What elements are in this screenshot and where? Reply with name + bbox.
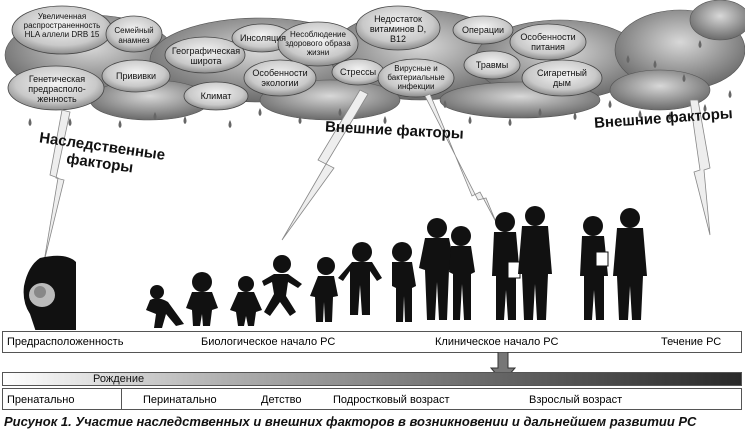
pregnant-woman-silhouette bbox=[23, 255, 76, 330]
cloud-vacc bbox=[101, 59, 171, 93]
age-separator bbox=[121, 389, 122, 409]
cloud-label-insol: Инсоляция bbox=[239, 33, 287, 43]
preteen-silhouette bbox=[338, 242, 382, 315]
age-perinatal: Перинатально bbox=[143, 394, 217, 406]
man-silhouette bbox=[518, 206, 552, 320]
lightning-bolt-right bbox=[689, 99, 711, 236]
cloud-genetic bbox=[7, 65, 105, 111]
cloud-label-ops: Операции bbox=[461, 25, 505, 35]
cloud-label-hyg: Несоблюдение здорового образа жизни bbox=[285, 30, 351, 57]
cloud-family bbox=[105, 15, 163, 53]
cloud-label-vit: Недостаток витаминов D, B12 bbox=[369, 14, 427, 44]
businesswoman-silhouette bbox=[580, 216, 609, 320]
cloud-label-nutr: Особенности питания bbox=[520, 32, 576, 52]
age-prenatal: Пренатально bbox=[7, 394, 75, 406]
stage-predisposition: Предрасположенность bbox=[7, 336, 124, 348]
stage-clinical-onset: Клиническое начало РС bbox=[435, 336, 559, 348]
cloud-label-climate: Климат bbox=[200, 91, 232, 101]
teen-girl-2-silhouette bbox=[449, 226, 475, 320]
cloud-label-trauma: Травмы bbox=[475, 60, 509, 70]
cloud-label-smoke: Сигаретный дым bbox=[537, 68, 587, 88]
girl-silhouette bbox=[230, 276, 262, 326]
cloud-trauma bbox=[463, 50, 521, 80]
businessman-silhouette bbox=[613, 208, 647, 320]
toddler-silhouette bbox=[186, 272, 218, 326]
cloud-label-genetic: Генетическая предрасполо-женность bbox=[28, 74, 86, 104]
lightning-bolt-center bbox=[281, 89, 369, 241]
cloud-nutr bbox=[509, 23, 587, 61]
lightning-bolt-infect bbox=[424, 93, 497, 223]
lightning-bolt-left bbox=[43, 109, 71, 263]
woman-silhouette bbox=[492, 212, 521, 320]
figure-caption: Рисунок 1. Участие наследственных и внеш… bbox=[4, 414, 697, 429]
birth-gradient-bar: Рождение bbox=[2, 372, 742, 386]
cloud-hyg bbox=[277, 21, 359, 67]
cloud-vit bbox=[355, 5, 441, 51]
age-childhood: Детство bbox=[261, 394, 302, 406]
cloud-label-stress: Стрессы bbox=[339, 67, 377, 77]
baby-silhouette bbox=[146, 285, 184, 328]
disease-stage-row: Предрасположенность Биологическое начало… bbox=[2, 331, 742, 353]
cloud-ecol bbox=[243, 59, 317, 97]
age-adolescent: Подростковый возраст bbox=[333, 394, 450, 406]
cloud-smoke bbox=[521, 59, 603, 97]
child-silhouette bbox=[310, 257, 338, 322]
cloud-ops bbox=[452, 15, 514, 45]
cloud-climate bbox=[183, 81, 249, 111]
illustration bbox=[4, 0, 745, 330]
running-child-silhouette bbox=[262, 255, 302, 316]
cloud-label-hla: Увеличенная распространенность HLA аллел… bbox=[23, 12, 101, 39]
age-adult: Взрослый возраст bbox=[529, 394, 623, 406]
teen-girl-silhouette bbox=[392, 242, 416, 322]
birth-label: Рождение bbox=[93, 373, 145, 385]
cloud-label-geo: Географическая широта bbox=[171, 46, 241, 66]
teen-boy-silhouette bbox=[419, 218, 455, 320]
cloud-geo bbox=[164, 36, 246, 74]
cloud-label-ecol: Особенности экологии bbox=[252, 68, 308, 88]
cloud-label-family: Семейный анамнез bbox=[114, 26, 154, 45]
cloud-label-vacc: Прививки bbox=[115, 71, 157, 81]
age-period-row: Пренатально Перинатально Детство Подрост… bbox=[2, 388, 742, 410]
stage-course: Течение РС bbox=[661, 336, 722, 348]
silhouettes bbox=[23, 206, 647, 330]
stage-bio-onset: Биологическое начало РС bbox=[201, 336, 336, 348]
cloud-label-infect: Вирусные и бактериальные инфекции bbox=[387, 64, 445, 91]
rain-drops bbox=[28, 40, 732, 128]
cloud-infect bbox=[377, 58, 455, 98]
